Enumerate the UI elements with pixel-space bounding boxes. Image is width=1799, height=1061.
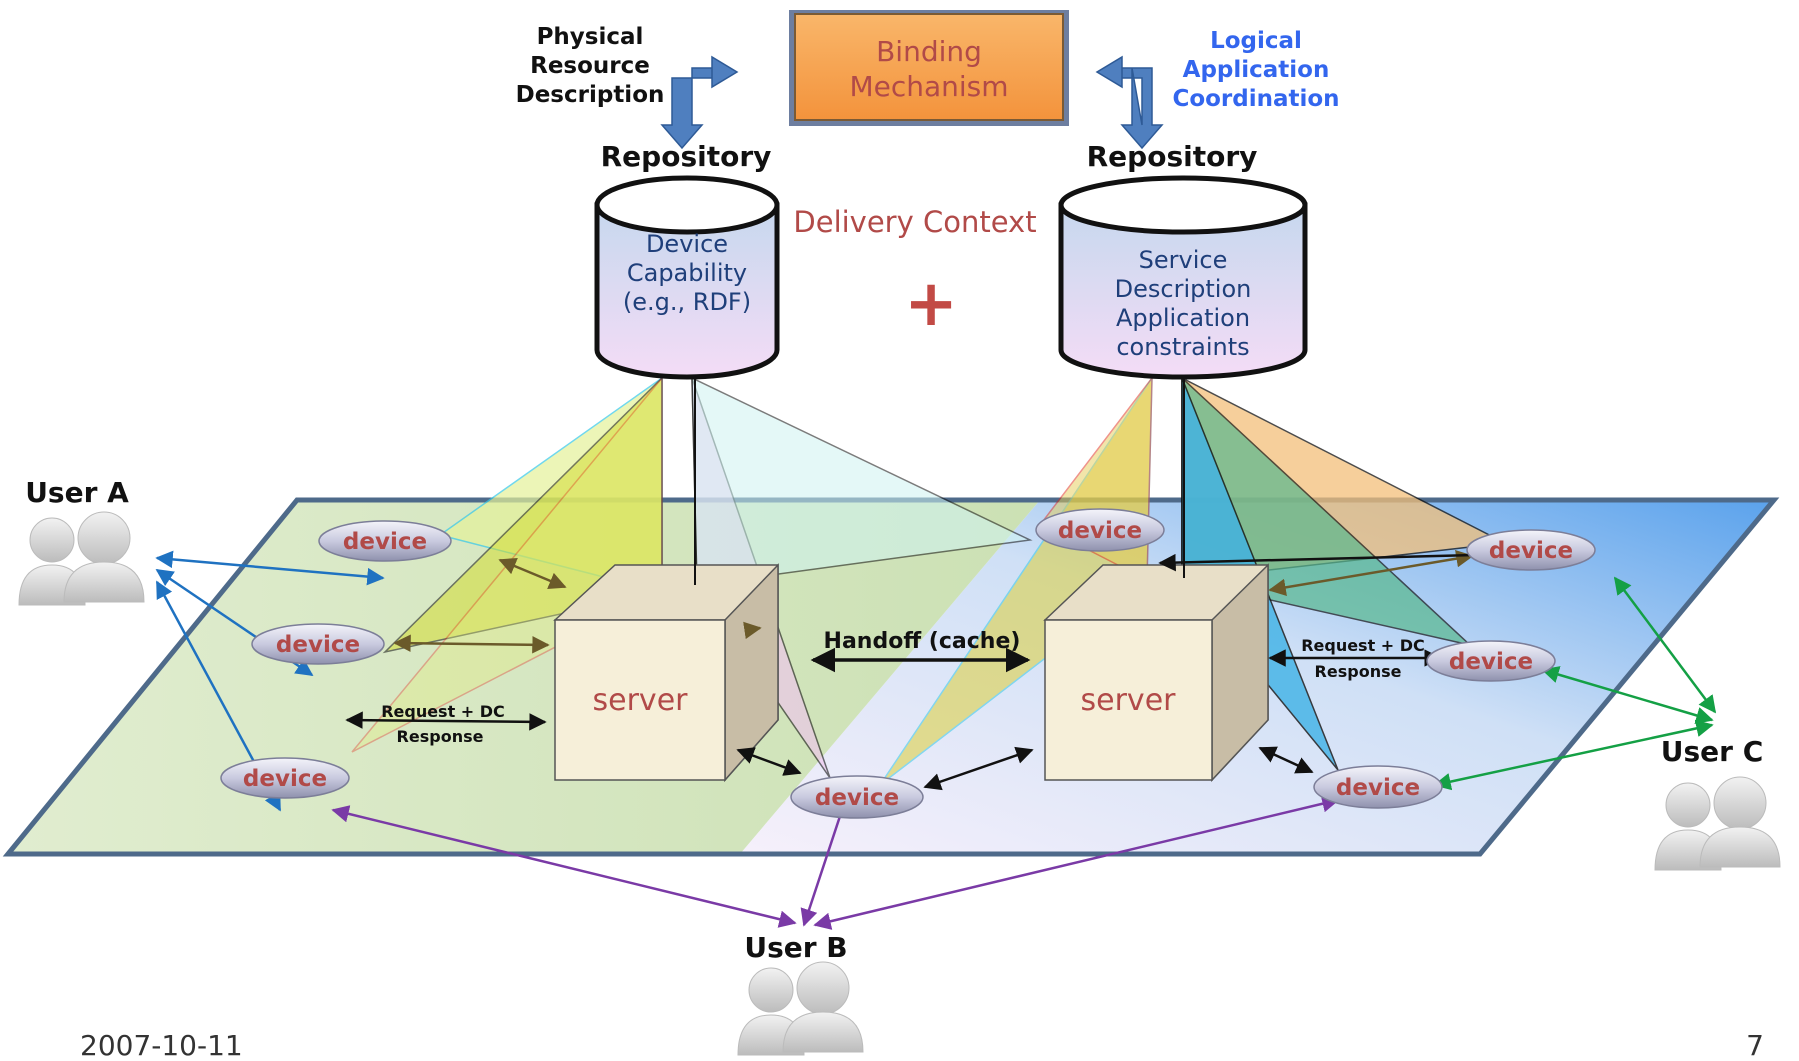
device-ellipse <box>1313 765 1443 809</box>
device-ellipse <box>220 757 350 799</box>
black-arrows <box>345 553 1476 791</box>
right-response-label: Response <box>1315 662 1402 681</box>
user-a: User A <box>18 476 145 606</box>
device-label: device <box>1449 649 1533 675</box>
device-label: device <box>276 632 360 658</box>
physical-label-line1: Physical <box>537 24 644 50</box>
logical-application-label: Logical Application Coordination <box>1172 28 1339 112</box>
left-repo-line1: Device <box>646 230 728 258</box>
user-c-label: User C <box>1661 735 1764 768</box>
binding-line2: Mechanism <box>849 70 1008 103</box>
user-b-icon <box>737 961 864 1056</box>
olive-arrows <box>393 549 1474 654</box>
device-label: device <box>1058 518 1142 544</box>
handoff-label: Handoff (cache) <box>824 629 1021 654</box>
device-ellipse <box>1426 640 1556 682</box>
logical-line2: Application <box>1183 57 1330 83</box>
physical-label-line3: Description <box>516 82 665 108</box>
device-ellipse <box>1035 508 1165 552</box>
device-label: device <box>1336 775 1420 801</box>
right-server-label: server <box>1081 683 1177 718</box>
footer-date: 2007-10-11 <box>80 1029 243 1061</box>
device-label: device <box>343 529 427 555</box>
right-request-label: Request + DC <box>1301 636 1425 655</box>
device-4: device <box>790 775 924 819</box>
user-c-arrows <box>1433 576 1717 791</box>
devices: device device device device device device devi… <box>220 508 1596 819</box>
user-a-icon <box>18 511 145 606</box>
binding-mechanism-box: Binding Mechanism <box>789 10 1069 126</box>
page-number: 7 <box>1746 1029 1764 1061</box>
right-repository: Repository Service Description Applicati… <box>1058 140 1308 380</box>
device-ellipse <box>251 623 385 665</box>
device-ellipse <box>790 775 924 819</box>
logical-line3: Coordination <box>1172 86 1339 112</box>
device-2: device <box>251 623 385 665</box>
user-c: User C <box>1654 735 1781 871</box>
physical-label-line2: Resource <box>530 53 650 79</box>
device-label: device <box>1489 538 1573 564</box>
left-repo-line2: Capability <box>627 259 747 287</box>
binding-line1: Binding <box>876 35 982 68</box>
user-b: User B <box>737 931 864 1056</box>
left-bent-arrow-icon <box>660 55 739 150</box>
right-repo-line1: Service <box>1139 246 1228 274</box>
left-repository: Repository Device Capability (e.g., RDF) <box>594 140 780 380</box>
left-repo-line3: (e.g., RDF) <box>623 288 751 316</box>
user-c-icon <box>1654 776 1781 871</box>
physical-resource-label: Physical Resource Description <box>516 24 665 108</box>
device-7: device <box>1426 640 1556 682</box>
user-a-label: User A <box>25 476 129 509</box>
device-ellipse <box>1466 529 1596 571</box>
left-server-label: server <box>593 683 689 718</box>
device-3: device <box>220 757 350 799</box>
left-request-label: Request + DC <box>381 702 505 721</box>
left-response-label: Response <box>397 727 484 746</box>
left-server: server <box>553 563 779 782</box>
left-repository-title: Repository <box>601 140 772 173</box>
right-bent-arrow-icon <box>1095 55 1164 150</box>
right-repo-line3: Application <box>1116 304 1250 332</box>
device-ellipse <box>318 520 452 562</box>
right-repo-line4: constraints <box>1116 333 1249 361</box>
right-repository-title: Repository <box>1087 140 1258 173</box>
right-repo-line2: Description <box>1115 275 1252 303</box>
plus-sign: + <box>904 267 958 341</box>
right-server: server <box>1043 563 1269 782</box>
device-label: device <box>815 785 899 811</box>
device-6: device <box>1466 529 1596 571</box>
device-1: device <box>318 520 452 562</box>
logical-line1: Logical <box>1210 28 1302 54</box>
device-8: device <box>1313 765 1443 809</box>
device-5: device <box>1035 508 1165 552</box>
device-label: device <box>243 766 327 792</box>
user-b-label: User B <box>744 931 847 964</box>
delivery-context-label: Delivery Context <box>793 205 1036 239</box>
